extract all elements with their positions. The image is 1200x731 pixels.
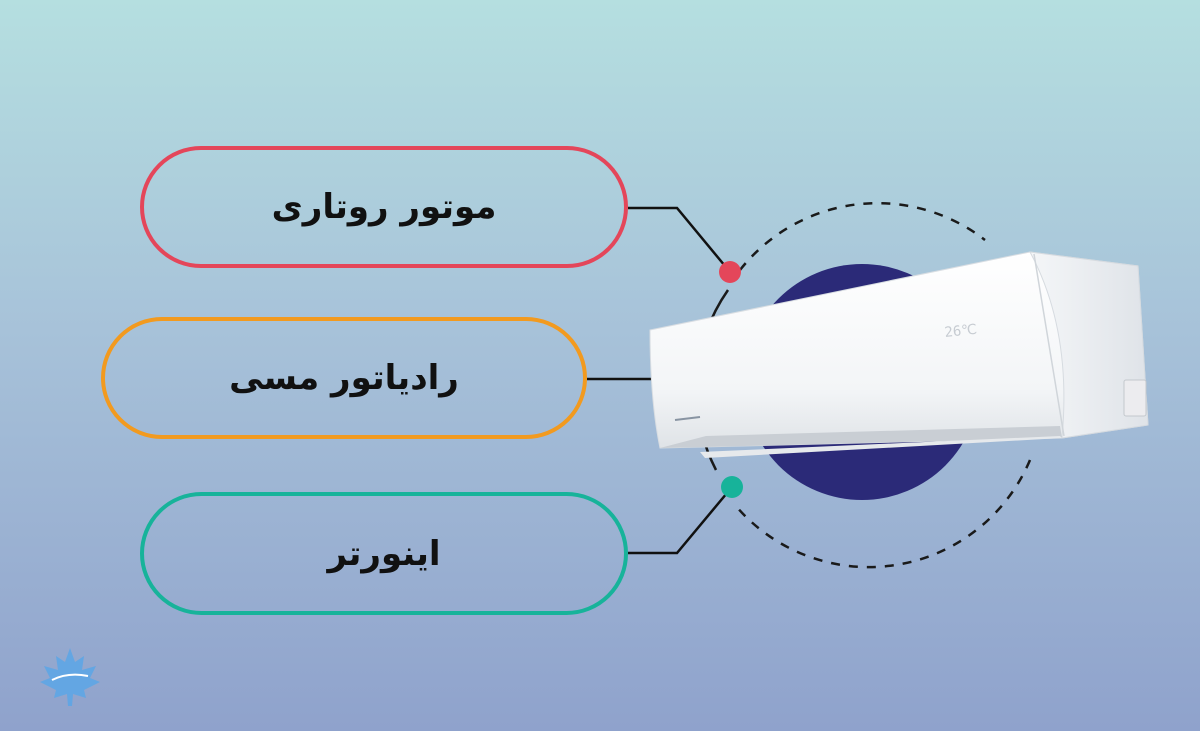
split-air-conditioner-icon [649,251,1149,458]
feature-rotary-motor: موتور روتاری [140,146,628,268]
unit-temperature-display: 26℃ [944,322,978,341]
dashed-ring [734,201,1032,569]
maple-leaf-icon [40,648,100,706]
dot-red [719,261,741,283]
feature-label: رادیاتور مسی [229,358,459,398]
feature-copper-radiator: رادیاتور مسی [101,317,587,439]
connector-3 [628,486,733,555]
feature-inverter: اینورتر [140,492,628,615]
connector-1 [628,206,731,273]
feature-label: اینورتر [327,533,441,574]
feature-label: موتور روتاری [271,187,497,227]
dot-green [721,476,743,498]
